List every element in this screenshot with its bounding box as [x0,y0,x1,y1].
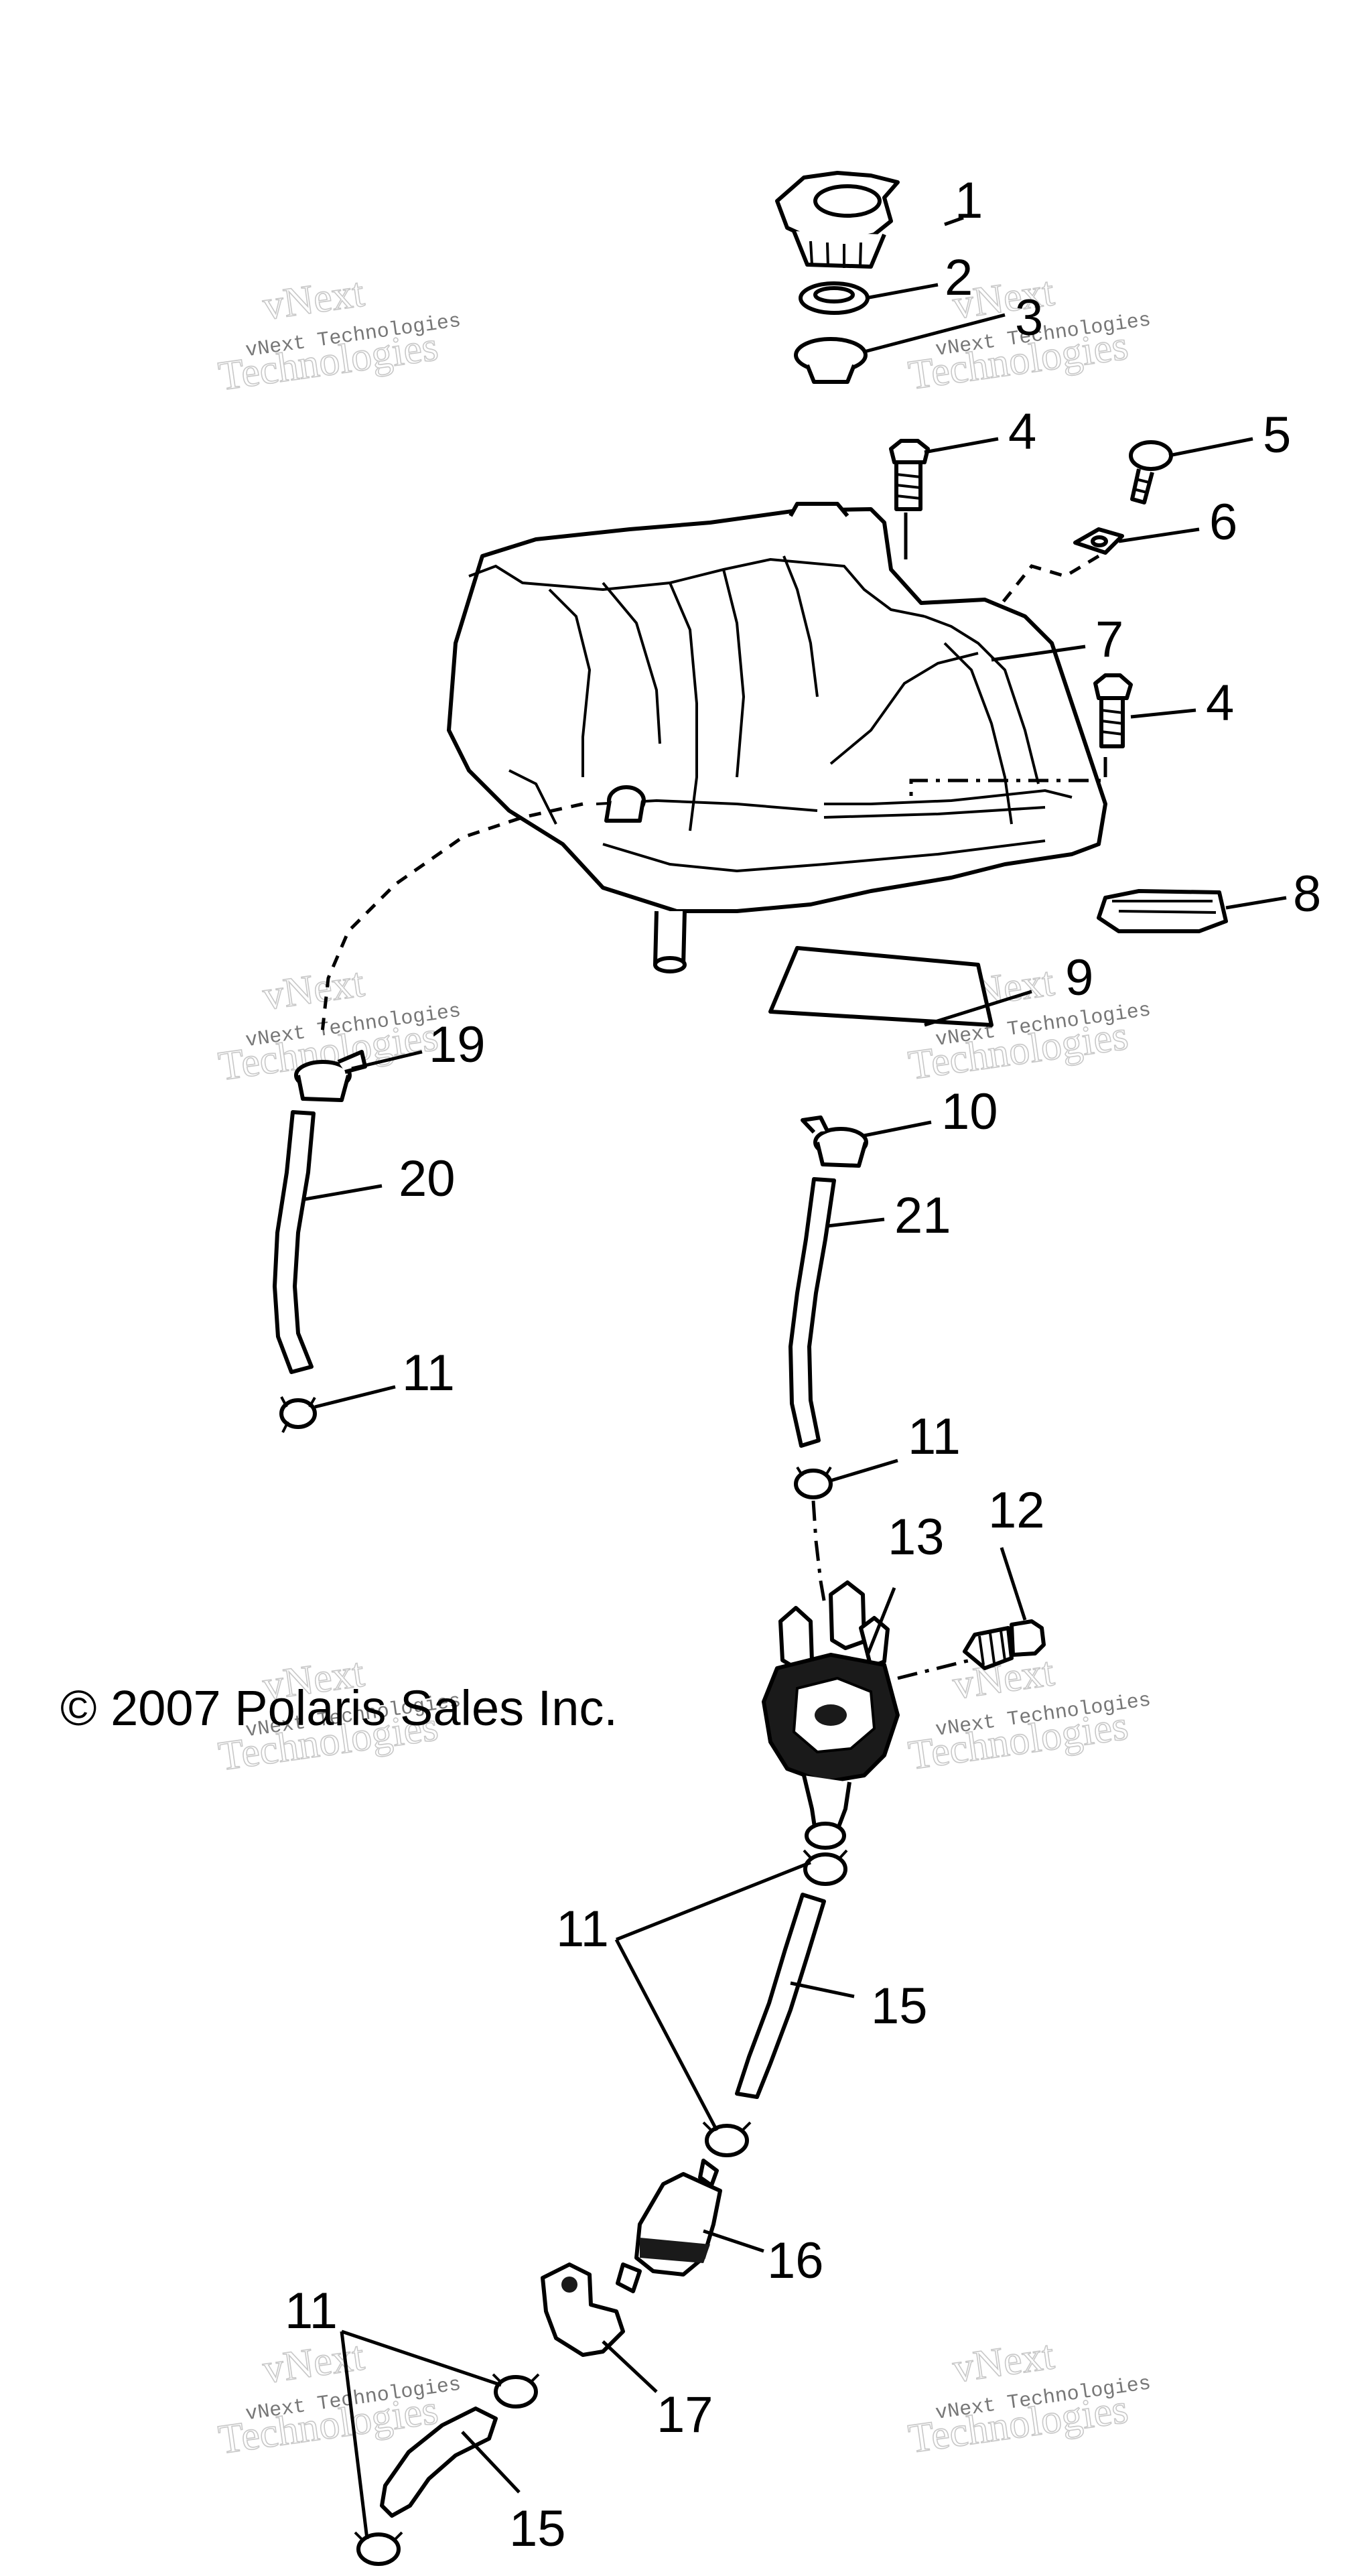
callout-11-bottom: 11 [285,2283,338,2340]
callout-2: 2 [945,249,973,306]
callout-11-left: 11 [402,1345,455,1402]
callout-20: 20 [399,1150,456,1207]
hose-21 [788,1177,836,1448]
clamp-11-lower-top [803,1849,848,1886]
svg-text:vNext: vNext [260,270,367,329]
svg-text:vNext: vNext [260,960,367,1019]
callout-9: 9 [1065,949,1093,1006]
callout-11-right: 11 [908,1408,961,1465]
leader-11c-top [616,1860,811,1942]
leader-21 [827,1217,885,1228]
leader-11d-right [341,2329,502,2387]
tank-pad [768,946,993,1027]
callout-12: 12 [988,1482,1045,1539]
leader-5 [1168,437,1253,458]
hose-20 [273,1110,316,1374]
mount-bolt-top [889,439,930,559]
callout-15-upper: 15 [871,1978,928,2035]
leader-10 [864,1120,932,1138]
leader-1 [944,216,964,226]
leader-7 [991,645,1086,662]
leader-2 [865,283,939,300]
leader-11a [314,1385,396,1409]
callout-21: 21 [894,1187,951,1244]
leader-3 [864,313,1006,354]
mount-bolt-bottom [1093,673,1133,748]
fuel-tank [447,502,1107,973]
valve-screw [963,1619,1046,1670]
leader-15b [461,2431,521,2494]
callout-7: 7 [1095,611,1123,668]
callout-13: 13 [888,1509,945,1566]
callout-4-bottom: 4 [1206,675,1234,732]
clamp-19 [294,1050,367,1102]
mount-washer [1073,527,1124,555]
fuel-valve [762,1580,999,1850]
foam-pad [1097,889,1228,933]
leader-9 [924,990,1032,1027]
clamp-11-bottom-right [492,2373,540,2409]
callout-1: 1 [955,172,983,229]
callout-11-mid: 11 [556,1901,609,1958]
leader-12 [1000,1547,1027,1621]
clamp-11-lower-bottom [702,2121,752,2157]
clamp-11-bottom-left [354,2531,403,2566]
mount-screw [1129,440,1173,504]
leader-4a [924,437,999,454]
filter-bracket [541,2262,625,2357]
watermark-6: vNext Technologies vNext Technologies [905,1648,1152,1779]
leader-20 [304,1184,383,1201]
leader-11b [830,1459,898,1483]
cap-gasket [799,281,870,315]
leader-16 [703,2229,764,2253]
leader-8 [1225,896,1287,910]
fuel-cap [775,171,900,269]
callout-16: 16 [767,2232,824,2289]
callout-4-top: 4 [1008,403,1036,460]
callout-5: 5 [1263,407,1291,464]
clamp-10 [801,1115,868,1168]
callout-6: 6 [1209,494,1237,551]
callout-17: 17 [657,2386,713,2443]
neck-seal [794,337,868,384]
callout-3: 3 [1015,289,1043,346]
callout-19: 19 [429,1016,486,1073]
leader-4b [1130,708,1196,719]
svg-text:vNext: vNext [950,2332,1057,2391]
leader-19 [351,1050,423,1071]
leader-11d-left [340,2331,369,2540]
clamp-11-left [279,1396,317,1433]
leader-6 [1118,527,1200,543]
fuel-filter [616,2159,722,2293]
svg-text:vNext: vNext [260,2333,367,2392]
callout-10: 10 [941,1083,998,1140]
leader-15a [790,1981,855,1998]
watermark-8: vNext Technologies vNext Technologies [905,2331,1152,2462]
watermark-1: vNext Technologies vNext Technologies [215,269,462,400]
leader-17 [602,2340,658,2393]
copyright-notice: © 2007 Polaris Sales Inc. [60,1680,618,1736]
leader-13 [866,1587,896,1655]
leader-11c-bottom [614,1938,719,2132]
callout-15-lower: 15 [509,2500,566,2557]
clamp-11-right [794,1466,833,1499]
hose-15-upper [735,1893,826,2099]
callout-8: 8 [1293,866,1321,923]
